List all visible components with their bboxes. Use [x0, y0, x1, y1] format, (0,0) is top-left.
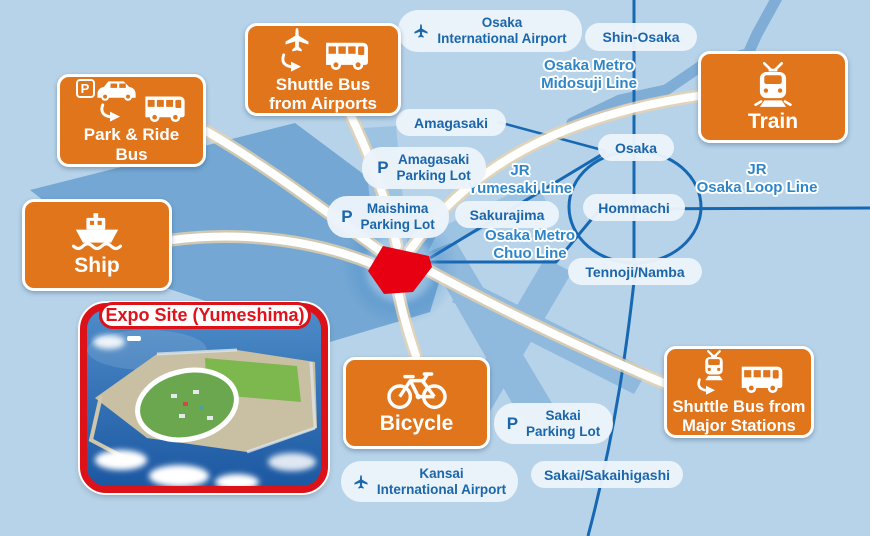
pavilion-dots — [171, 390, 213, 420]
expo-site-photo — [80, 303, 328, 493]
transport-box-label: Ship — [74, 254, 120, 278]
station-pill-sakurajima: Sakurajima — [455, 201, 559, 228]
plane-icon — [414, 24, 428, 38]
expo-site-aerial-illustration — [87, 310, 321, 486]
bus-icon — [741, 366, 783, 394]
parking-icon: P — [75, 79, 95, 99]
station-pill-sakai-sakaihigashi: Sakai/Sakaihigashi — [531, 461, 683, 488]
car-icon — [96, 81, 136, 102]
transport-box-ship[interactable]: Ship — [22, 199, 172, 291]
bicycle-icon — [386, 372, 447, 410]
transport-box-label: Train — [747, 110, 799, 134]
station-pill-shin-osaka: Shin-Osaka — [585, 23, 697, 51]
parking-p-icon: P — [377, 158, 389, 177]
expo-site-label: Expo Site (Yumeshima) — [99, 302, 311, 329]
cloud-shapes — [93, 335, 316, 486]
bus-icon — [326, 42, 368, 70]
transport-box-bicycle[interactable]: Bicycle — [343, 357, 490, 449]
curved-arrow-icon — [697, 378, 715, 395]
train-icon — [705, 350, 723, 381]
expo-site-marker — [368, 246, 432, 294]
transport-box-label: Bicycle — [379, 412, 454, 436]
station-pill-hommachi: Hommachi — [583, 194, 685, 221]
ship-icon — [71, 213, 123, 251]
park-ride-icon-cluster: P — [75, 77, 188, 123]
rail-line-chuo — [430, 206, 870, 264]
curved-arrow-icon — [281, 53, 301, 72]
parking-p-icon: P — [506, 413, 519, 433]
bus-icon — [144, 96, 185, 123]
parking-p-icon: P — [341, 207, 353, 226]
station-pill-amagasaki: Amagasaki — [396, 109, 506, 136]
plane-icon — [285, 28, 309, 52]
station-pill-osaka: Osaka — [598, 134, 674, 161]
station-shuttle-icon-cluster — [693, 349, 785, 396]
route-line-ship — [168, 232, 374, 267]
station-pill-tennoji-namba: Tennoji/Namba — [568, 258, 702, 285]
rail-line-sakai — [586, 262, 638, 536]
airport-shuttle-icon-cluster — [275, 26, 371, 73]
plane-icon — [354, 474, 368, 489]
train-icon — [754, 62, 792, 108]
curved-arrow-icon — [99, 103, 120, 123]
transport-box-train[interactable]: Train — [698, 51, 848, 143]
route-line-station-shuttle — [409, 258, 670, 388]
